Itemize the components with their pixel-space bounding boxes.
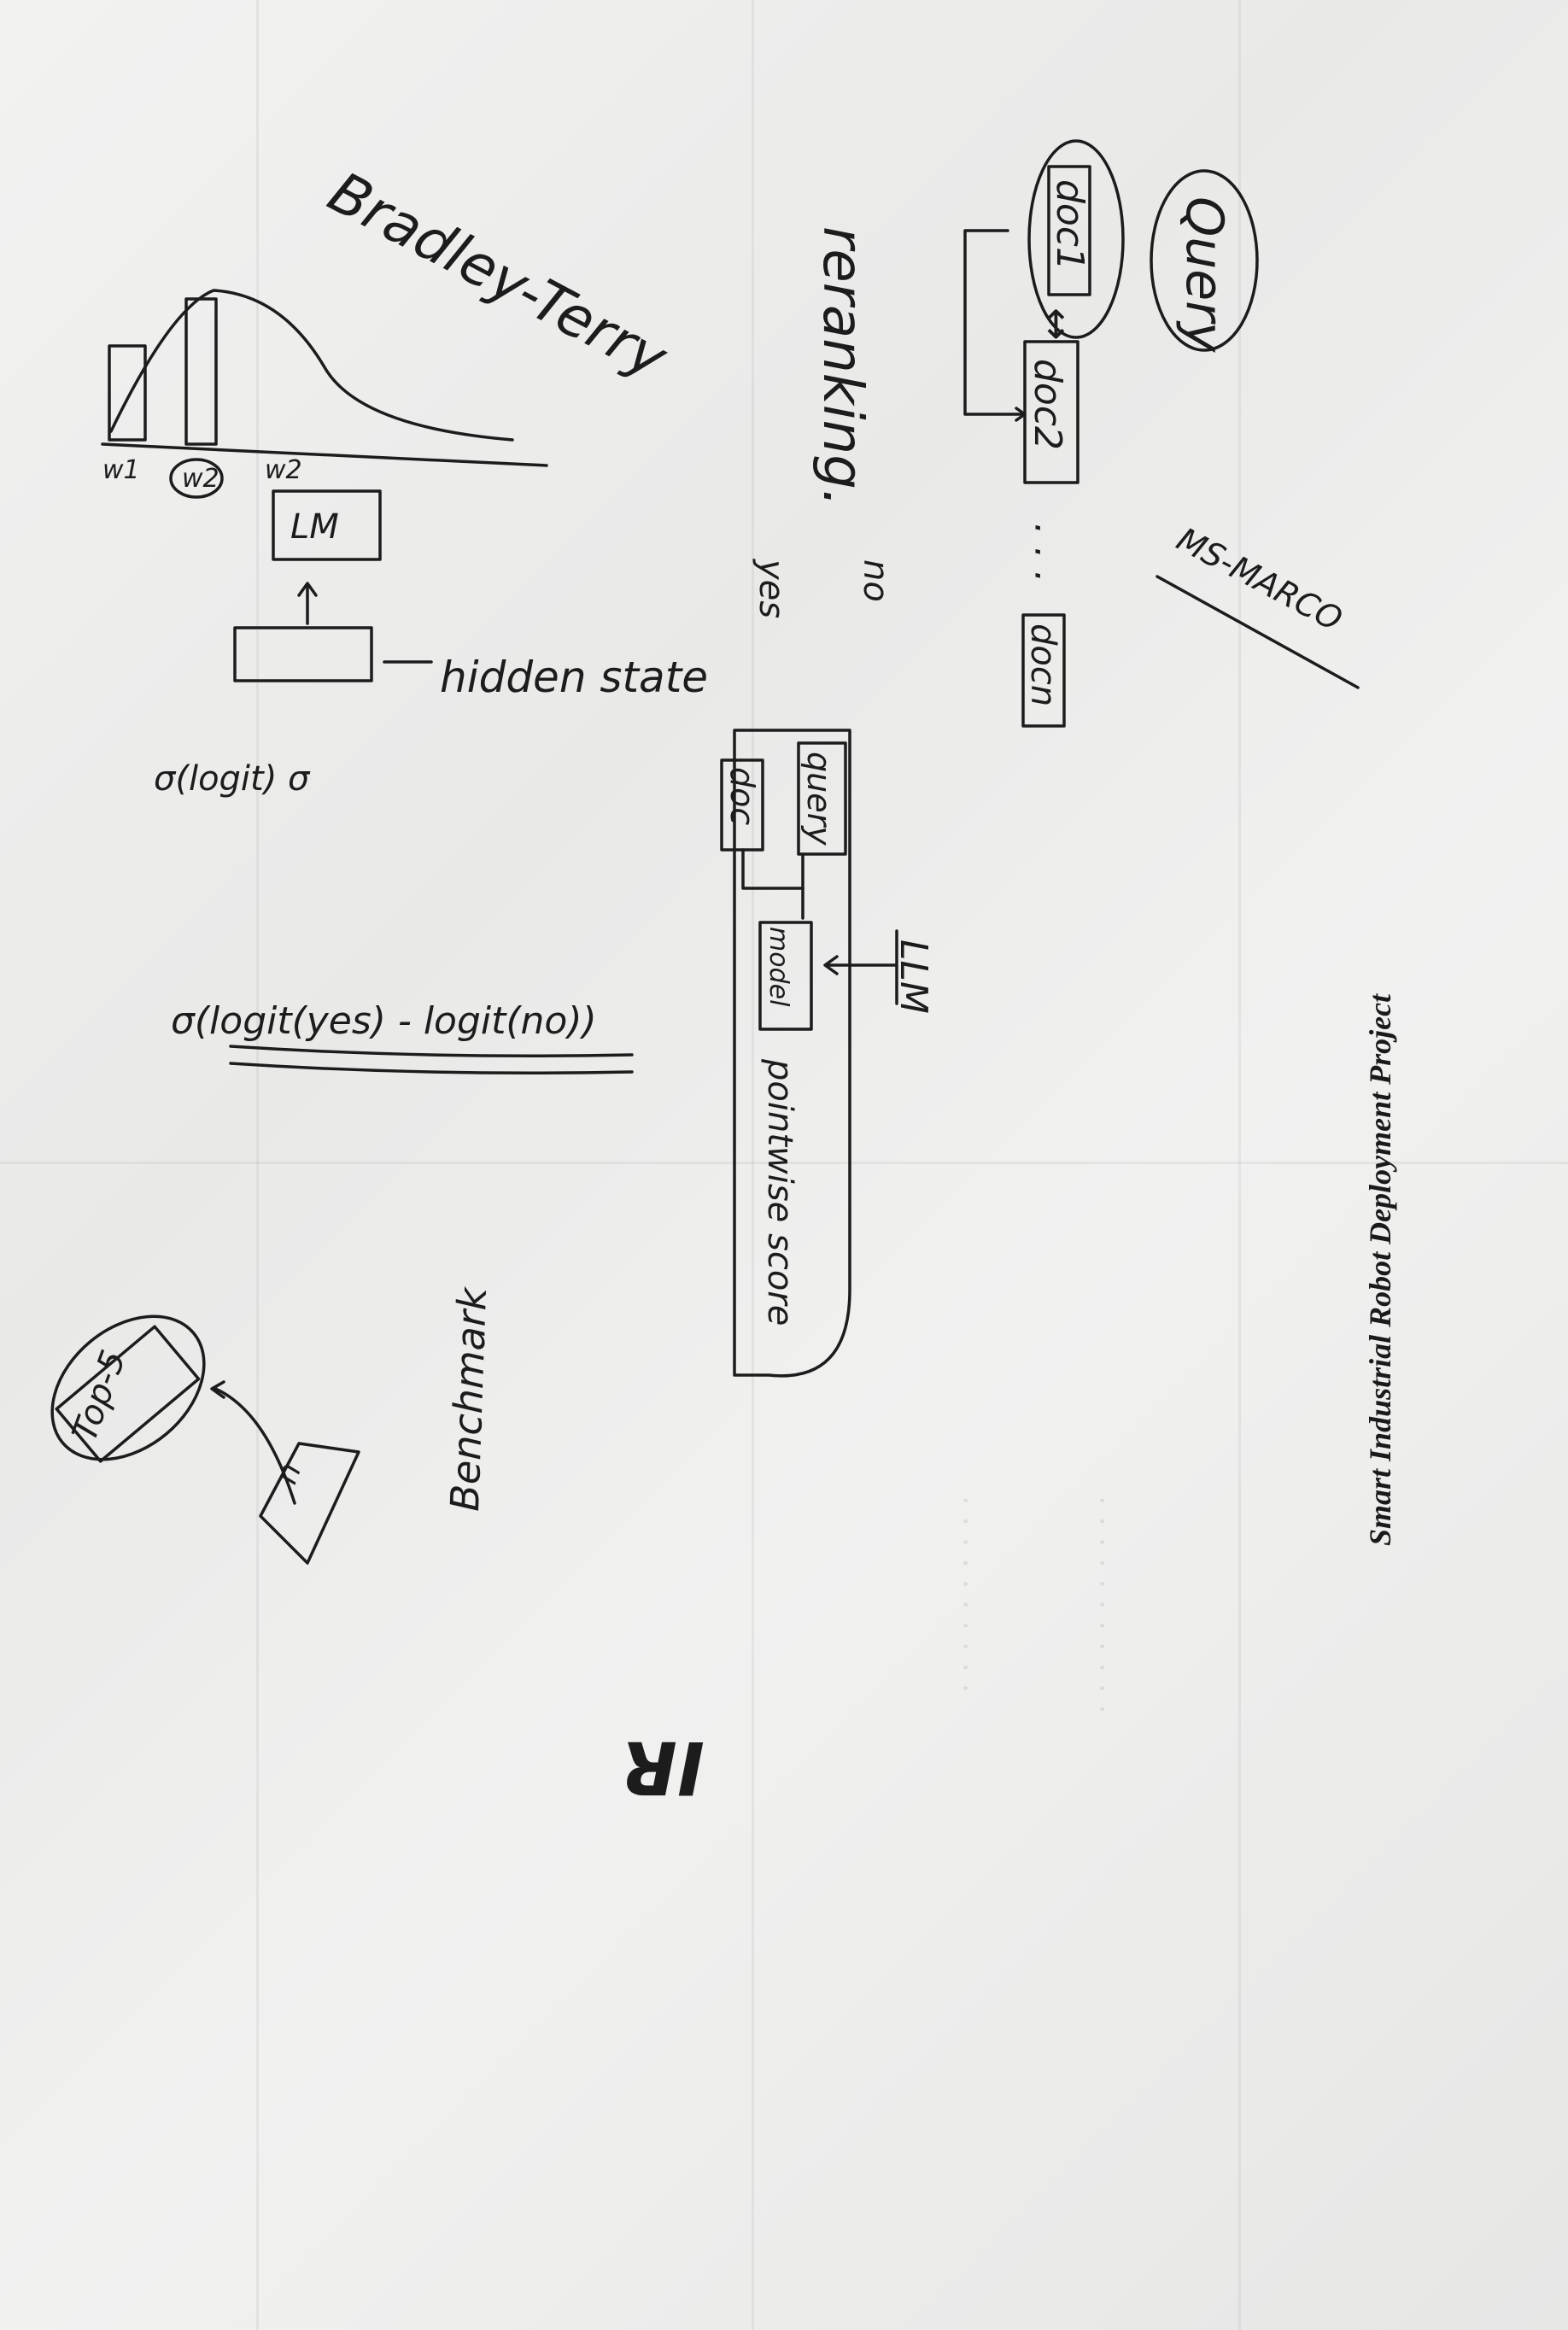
query-box-label: query bbox=[800, 752, 838, 846]
topk-bubble: Top-5 n bbox=[50, 1314, 360, 1565]
w2-label: w2 bbox=[182, 464, 219, 494]
no-label: no bbox=[856, 559, 895, 602]
hidden-state-label: hidden state bbox=[440, 653, 708, 702]
bleed-through-text: · · · · · · · · · · · · · · · · · · · · … bbox=[949, 1495, 1123, 1715]
model-box-label: model bbox=[764, 927, 793, 1007]
dataset-label: MS-MARCO bbox=[1156, 520, 1360, 689]
benchmark-label: Benchmark bbox=[442, 1285, 495, 1512]
ir-label: IR bbox=[621, 1724, 705, 1810]
w3-label: w2 bbox=[265, 455, 302, 485]
doc-box-label: doc bbox=[723, 767, 761, 825]
query-label: Query bbox=[1174, 196, 1234, 354]
svg-text:· · · · · · · · · · ·: · · · · · · · · · · · bbox=[1085, 1495, 1123, 1715]
paper-crease bbox=[256, 0, 259, 2330]
paper-crease bbox=[1238, 0, 1241, 2330]
formula-text: σ(logit(yes) - logit(no)) bbox=[171, 999, 597, 1043]
llm-label: LLM bbox=[892, 940, 935, 1014]
doc-list: doc1 ↔ doc2 · · · docn bbox=[963, 139, 1125, 728]
svg-text:↔: ↔ bbox=[1034, 307, 1080, 341]
paper-crease bbox=[0, 1162, 1568, 1164]
reranking-text: reranking. bbox=[810, 226, 874, 506]
doc2-label: doc2 bbox=[1026, 359, 1069, 450]
ellipsis-label: · · · bbox=[1015, 521, 1059, 581]
bradley-terry-title: Bradley-Terry bbox=[318, 159, 678, 392]
yes-label: yes bbox=[752, 559, 791, 618]
w1-label: w1 bbox=[102, 455, 140, 485]
lm-stack: LM hidden state bbox=[233, 489, 708, 702]
ms-marco-text: MS-MARCO bbox=[1171, 520, 1349, 638]
docn-label: docn bbox=[1023, 623, 1062, 706]
svg-text:· · · · · · · · · ·: · · · · · · · · · · bbox=[949, 1495, 986, 1694]
paper-crease bbox=[752, 0, 754, 2330]
pointwise-score-label: pointwise score bbox=[760, 1058, 799, 1326]
doc1-label: doc1 bbox=[1048, 179, 1091, 271]
sigma-logit-text: σ(logit) σ bbox=[154, 759, 311, 799]
distribution-sketch: w1 w2 w2 bbox=[101, 289, 548, 499]
topk-label: Top-5 bbox=[65, 1345, 134, 1446]
pointwise-pipeline: query doc model LLM pointwise score bbox=[720, 729, 935, 1378]
lm-box-label: LM bbox=[290, 507, 339, 547]
query-bubble: Query bbox=[1150, 169, 1259, 354]
project-title: Smart Industrial Robot Deployment Projec… bbox=[1363, 993, 1397, 1546]
